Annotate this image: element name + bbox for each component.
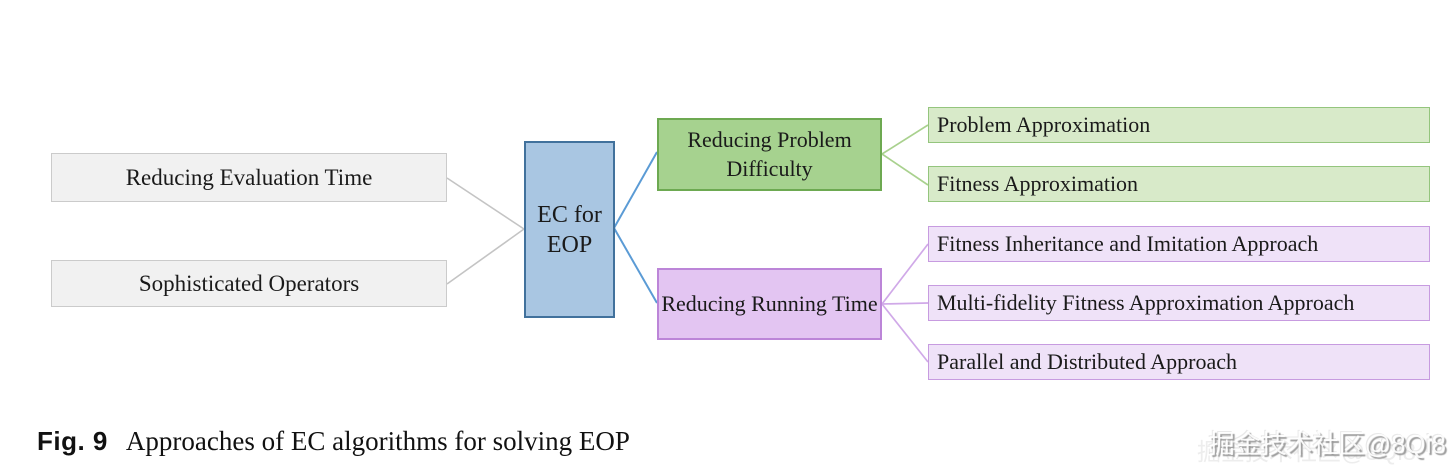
node-problem-approximation: Problem Approximation [928,107,1430,143]
node-sophisticated-operators: Sophisticated Operators [51,260,447,307]
connector-purple-3 [881,303,929,363]
node-label: Reducing Evaluation Time [125,164,373,190]
node-ec-for-eop: EC for EOP [524,141,615,318]
node-label: Problem Approximation [937,112,1151,137]
connector-purple-1 [881,243,929,305]
watermark: 掘金技术社区@8Qi8 [1208,429,1446,459]
node-label: Parallel and Distributed Approach [937,349,1237,374]
node-label: Sophisticated Operators [138,270,360,296]
node-reducing-problem-difficulty: Reducing Problem Difficulty [657,118,882,191]
connector-gray-bottom [446,228,525,285]
node-label: EC for EOP [537,201,602,258]
node-reducing-running-time: Reducing Running Time [657,268,882,340]
figure-caption-text: Approaches of EC algorithms for solving … [125,426,630,456]
connector-green-1 [881,124,929,155]
connector-gray-top [446,177,525,230]
connector-purple-2 [881,302,929,305]
node-fitness-approximation: Fitness Approximation [928,166,1430,202]
node-reducing-evaluation-time: Reducing Evaluation Time [51,153,447,202]
figure-caption: Fig. 9 Approaches of EC algorithms for s… [37,426,630,457]
node-label: Fitness Approximation [937,171,1139,196]
node-multi-fidelity-fitness-approximation: Multi-fidelity Fitness Approximation App… [928,285,1430,321]
node-parallel-distributed: Parallel and Distributed Approach [928,344,1430,380]
node-label: Fitness Inheritance and Imitation Approa… [937,231,1319,256]
figure-caption-label: Fig. 9 [37,426,108,456]
connector-blue-top [613,151,658,229]
node-label: Multi-fidelity Fitness Approximation App… [937,290,1355,315]
node-label: Reducing Running Time [661,290,878,316]
node-label: Reducing Problem Difficulty [687,126,852,181]
node-fitness-inheritance-imitation: Fitness Inheritance and Imitation Approa… [928,226,1430,262]
connector-green-2 [881,153,929,186]
connector-blue-bottom [613,227,658,304]
watermark-ghost: 掘金技术社区@8Qi8 [1196,439,1416,466]
